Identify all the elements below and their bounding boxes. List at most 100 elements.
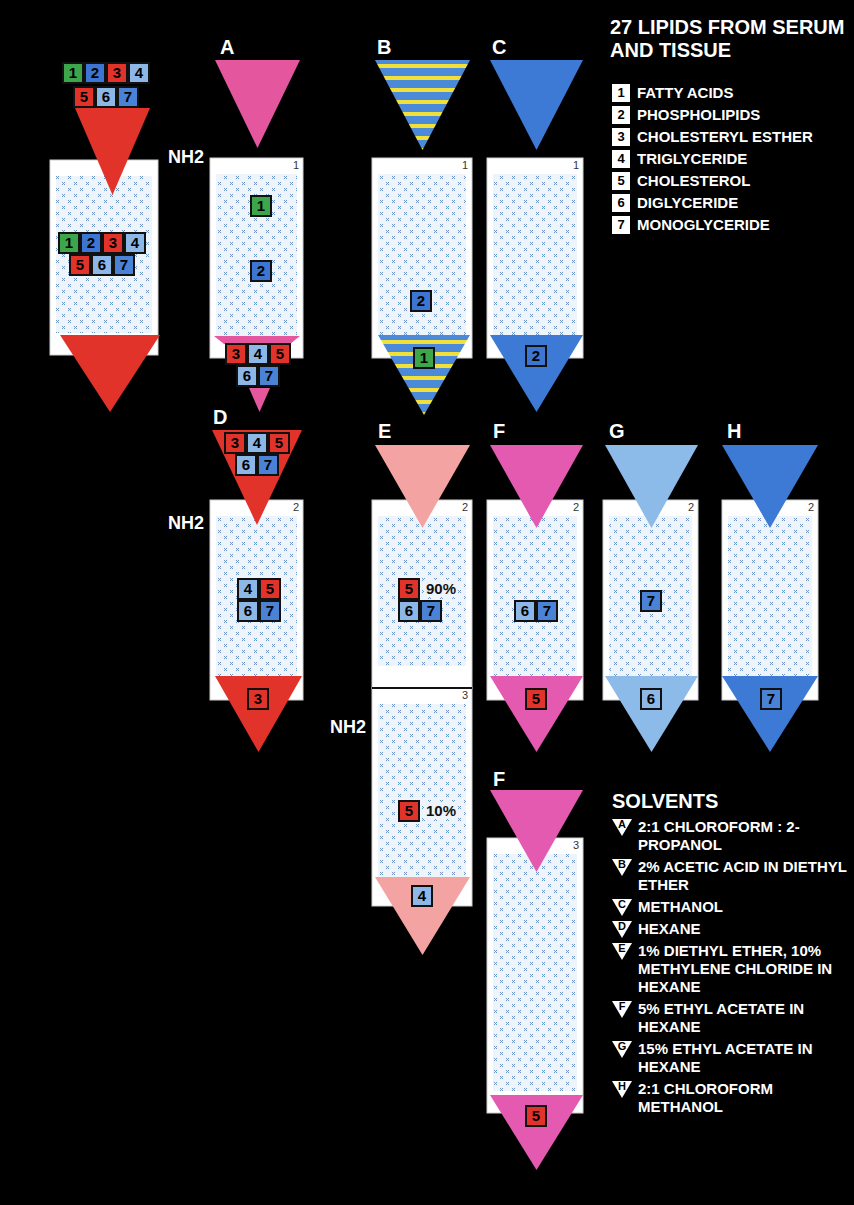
sorbent-column: 3: [487, 838, 583, 1113]
lipid-number: 5: [276, 345, 284, 362]
sorbent-bed: [609, 516, 692, 678]
solvent-triangle: [490, 60, 583, 150]
legend-row: 3CHOLESTERYL ESTHER: [612, 128, 850, 146]
legend-text: 1% DIETHYL ETHER, 10% METHYLENE CHLORIDE…: [638, 942, 850, 996]
lipid-number: 2: [91, 64, 99, 81]
solvent-letter: D: [213, 406, 227, 428]
lipid-number: 1: [257, 197, 265, 214]
lipid-number: 7: [265, 367, 273, 384]
lipid-box: 7: [117, 86, 139, 108]
lipid-box: 1: [62, 62, 84, 84]
sorbent-column: 267: [487, 500, 583, 700]
lipid-number: 6: [98, 256, 106, 273]
sorbent-column: 27: [603, 500, 698, 700]
legend-row: E1% DIETHYL ETHER, 10% METHYLENE CHLORID…: [612, 942, 850, 996]
legend-text: 2:1 CHLOROFORM : 2-PROPANOL: [638, 818, 850, 854]
percent-label: 10%: [424, 802, 458, 819]
percent-label: 90%: [424, 580, 458, 597]
lipid-box: 6: [398, 600, 420, 622]
solvent-letter: F: [493, 768, 505, 790]
sorbent-column: NH2112: [210, 158, 303, 358]
legend-number: 6: [612, 194, 630, 212]
lipid-box: 4: [411, 885, 433, 907]
lipid-box: 5: [268, 432, 290, 454]
solvent-letter: G: [609, 420, 625, 442]
cartridge-body: [372, 500, 472, 688]
lipid-number: 7: [543, 602, 551, 619]
lipid-box: 7: [640, 590, 662, 612]
solvent-letter: C: [612, 899, 632, 916]
lipid-number: 5: [275, 434, 283, 451]
lipid-number: 7: [124, 88, 132, 105]
column-number: 2: [462, 501, 468, 514]
legend-row: 4TRIGLYCERIDE: [612, 150, 850, 168]
lipid-number: 5: [405, 802, 413, 819]
legend-row: C METHANOL: [612, 898, 850, 916]
column-number: 1: [293, 159, 299, 172]
lipid-box: 7: [259, 600, 281, 622]
lipid-box: 4: [247, 343, 269, 365]
lipid-number: 6: [243, 367, 251, 384]
lipid-box: 6: [640, 688, 662, 710]
legend-text: 15% ETHYL ACETATE IN HEXANE: [638, 1040, 850, 1076]
sorbent-bed: [378, 174, 466, 336]
sorbent-column: 2: [722, 500, 818, 700]
lipid-number: 2: [87, 234, 95, 251]
lipid-box: 7: [760, 688, 782, 710]
legend-row: D HEXANE: [612, 920, 850, 938]
legend-text: 5% ETHYL ACETATE IN HEXANE: [638, 1000, 850, 1036]
legend-text: CHOLESTERYL ESTHER: [637, 128, 813, 146]
lipid-box: 5: [73, 86, 95, 108]
lipid-box: 6: [514, 600, 536, 622]
solvent-triangle: [375, 445, 470, 528]
solvent-triangle: [249, 388, 270, 412]
lipid-box: 7: [420, 600, 442, 622]
lipid-box: 4: [246, 432, 268, 454]
lipid-box: 1: [413, 347, 435, 369]
solvent-triangle: [722, 445, 818, 528]
lipid-number: 6: [242, 456, 250, 473]
amino-phase-label: NH2: [330, 716, 366, 738]
legend-row: 6DIGLYCERIDE: [612, 194, 850, 212]
lipid-box: 2: [250, 260, 272, 282]
cartridge-joint: [372, 687, 472, 689]
lipid-legend: 1FATTY ACIDS2PHOSPHOLIPIDS3CHOLESTERYL E…: [612, 84, 850, 238]
lipid-box: 6: [235, 454, 257, 476]
lipid-box: 5: [269, 343, 291, 365]
sorbent-column: 12: [372, 158, 472, 358]
solvent-triangle: [375, 877, 470, 955]
lipid-box: 4: [237, 578, 259, 600]
cartridge-body: [603, 500, 698, 700]
lipid-box: 5: [398, 800, 420, 822]
lipid-box: 5: [69, 254, 91, 276]
lipid-box: 2: [80, 232, 102, 254]
lipid-box: 3: [247, 688, 269, 710]
cartridge-body: [210, 158, 303, 358]
lipid-number: 3: [231, 434, 239, 451]
sorbent-column: NH235: [372, 688, 472, 906]
cartridge-body: [210, 500, 303, 700]
solvent-letter: D: [612, 921, 632, 938]
solvent-triangle: [215, 60, 300, 148]
cartridge-body: [372, 158, 472, 358]
legend-row: G15% ETHYL ACETATE IN HEXANE: [612, 1040, 850, 1076]
solvent-letter: B: [612, 859, 632, 876]
legend-text: HEXANE: [638, 920, 701, 938]
lipid-box: 6: [95, 86, 117, 108]
lipid-box: 2: [525, 345, 547, 367]
legend-number: 5: [612, 172, 630, 190]
solvent-legend: A2:1 CHLOROFORM : 2-PROPANOLB2% ACETIC A…: [612, 818, 850, 1120]
solvent-letter: A: [612, 819, 632, 836]
lipid-number: 6: [405, 602, 413, 619]
sorbent-bed: [56, 176, 152, 333]
lipid-number: 7: [264, 456, 272, 473]
lipid-number: 4: [418, 887, 426, 904]
solvent-triangle: [75, 108, 150, 195]
lipid-number: 2: [257, 262, 265, 279]
legend-text: METHANOL: [638, 898, 723, 916]
lipid-box: 1: [58, 232, 80, 254]
lipid-number: 4: [253, 434, 261, 451]
lipid-box: 5: [259, 578, 281, 600]
lipid-number: 5: [266, 580, 274, 597]
cartridge-body: [487, 838, 583, 1113]
